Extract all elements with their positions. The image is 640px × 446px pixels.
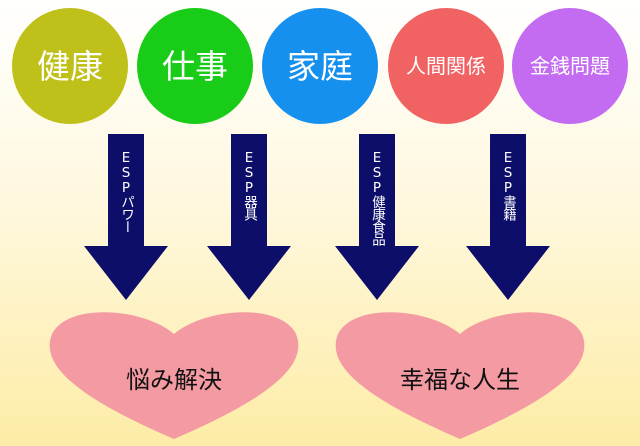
arrow-esp-devices: ESP器具 — [207, 134, 291, 300]
heart-happy-life: 幸福な人生 — [334, 308, 586, 440]
down-arrow-icon — [335, 134, 419, 300]
down-arrow-icon — [84, 134, 168, 300]
circle-work-label: 仕事 — [162, 46, 228, 86]
arrow-esp-health-food-label: ESP健康食品 — [369, 150, 385, 245]
heart-problem-solving-label: 悩み解決 — [126, 366, 222, 394]
circle-relationships: 人間関係 — [388, 8, 504, 124]
circle-money-label: 金銭問題 — [530, 54, 610, 78]
arrow-esp-power: ESPパワー — [84, 134, 168, 300]
circle-money: 金銭問題 — [512, 8, 628, 124]
arrow-esp-health-food: ESP健康食品 — [335, 134, 419, 300]
circle-family: 家庭 — [262, 8, 378, 124]
arrow-esp-books: ESP書籍 — [466, 134, 550, 300]
arrow-esp-power-label: ESPパワー — [118, 150, 134, 233]
circle-health: 健康 — [12, 8, 128, 124]
circle-health-label: 健康 — [37, 46, 103, 86]
down-arrow-icon — [207, 134, 291, 300]
arrow-esp-devices-label: ESP器具 — [241, 150, 257, 220]
circle-relationships-label: 人間関係 — [406, 54, 486, 78]
arrow-esp-books-label: ESP書籍 — [500, 150, 516, 220]
heart-problem-solving: 悩み解決 — [48, 308, 300, 440]
down-arrow-icon — [466, 134, 550, 300]
heart-happy-life-label: 幸福な人生 — [400, 366, 520, 394]
circle-work: 仕事 — [137, 8, 253, 124]
heart-icon — [49, 312, 299, 439]
circle-family-label: 家庭 — [287, 46, 353, 86]
heart-icon — [335, 312, 585, 439]
